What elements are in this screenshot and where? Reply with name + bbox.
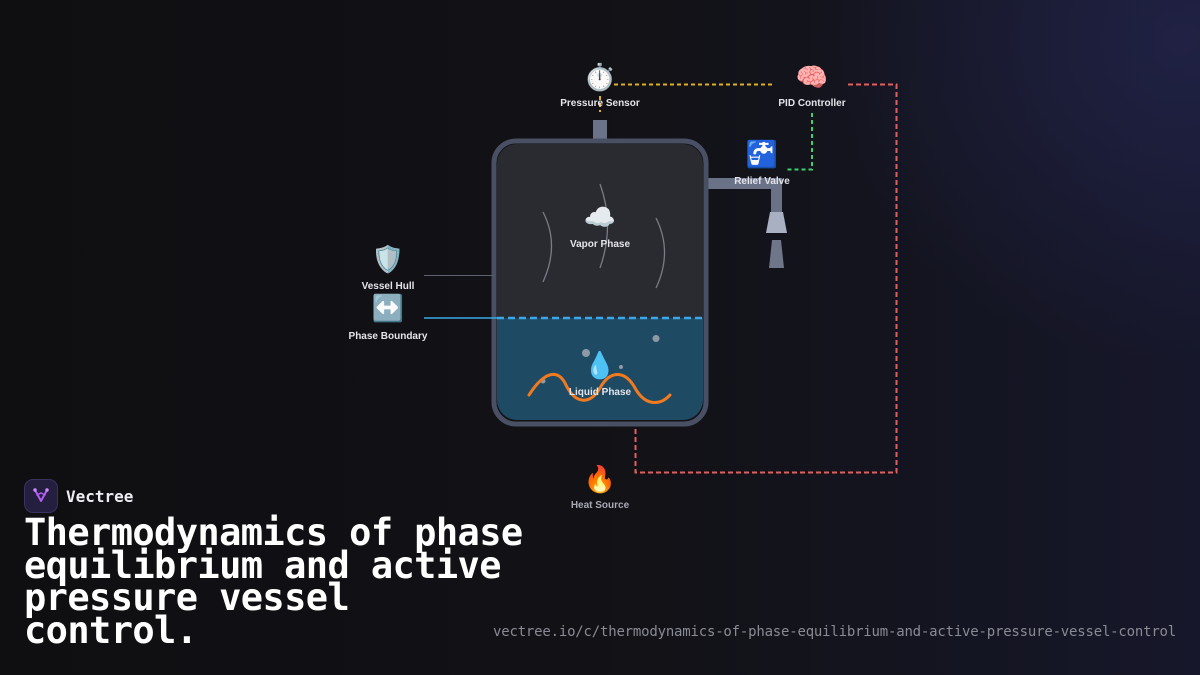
page-title: Thermodynamics of phase equilibrium and … <box>24 511 523 652</box>
brand-name: Vectree <box>66 486 134 506</box>
heater-coil <box>527 372 672 404</box>
vapor-curve-left <box>542 211 553 283</box>
vessel-hull-label: Vessel Hull <box>362 281 415 292</box>
liquid-phase-label: Liquid Phase <box>569 387 632 398</box>
vapor-curve-right <box>655 217 666 289</box>
brand: Vectree <box>24 479 133 513</box>
shield-icon: 🛡️ <box>372 244 404 275</box>
fire-icon: 🔥 <box>584 464 616 495</box>
pressure-sensor-label: Pressure Sensor <box>560 98 640 109</box>
vapor-phase-label: Vapor Phase <box>570 239 630 250</box>
controller-to-heater-link <box>634 83 898 474</box>
bubble <box>652 335 660 342</box>
heat-source-label: Heat Source <box>571 500 630 511</box>
bubble <box>619 365 623 369</box>
liquid-region <box>497 318 703 420</box>
relief-pipe-vertical <box>771 182 782 212</box>
brain-icon: 🧠 <box>796 63 828 93</box>
pid-controller-label: PID Controller <box>778 98 845 109</box>
controller-to-valve-link <box>786 113 813 171</box>
vectree-logo-icon <box>24 479 58 513</box>
top-nozzle <box>593 120 607 142</box>
droplet-icon: 💧 <box>584 350 616 381</box>
vapor-curve-middle <box>599 183 609 269</box>
phase-boundary-label: Phase Boundary <box>349 331 428 342</box>
vessel-hull <box>491 138 709 427</box>
bubble <box>582 349 590 357</box>
relief-nozzle-upper <box>766 212 787 233</box>
stopwatch-icon: ⏱️ <box>584 62 616 93</box>
faucet-icon: 🚰 <box>746 139 778 170</box>
relief-valve-label: Relief Valve <box>734 176 790 187</box>
left-right-arrow-icon: ↔️ <box>372 293 404 324</box>
relief-pipe-horizontal <box>706 178 782 189</box>
cloud-icon: ☁️ <box>584 203 616 233</box>
source-url[interactable]: vectree.io/c/thermodynamics-of-phase-equ… <box>493 624 1176 640</box>
relief-nozzle-lower <box>769 240 784 268</box>
vapor-region <box>497 144 703 318</box>
